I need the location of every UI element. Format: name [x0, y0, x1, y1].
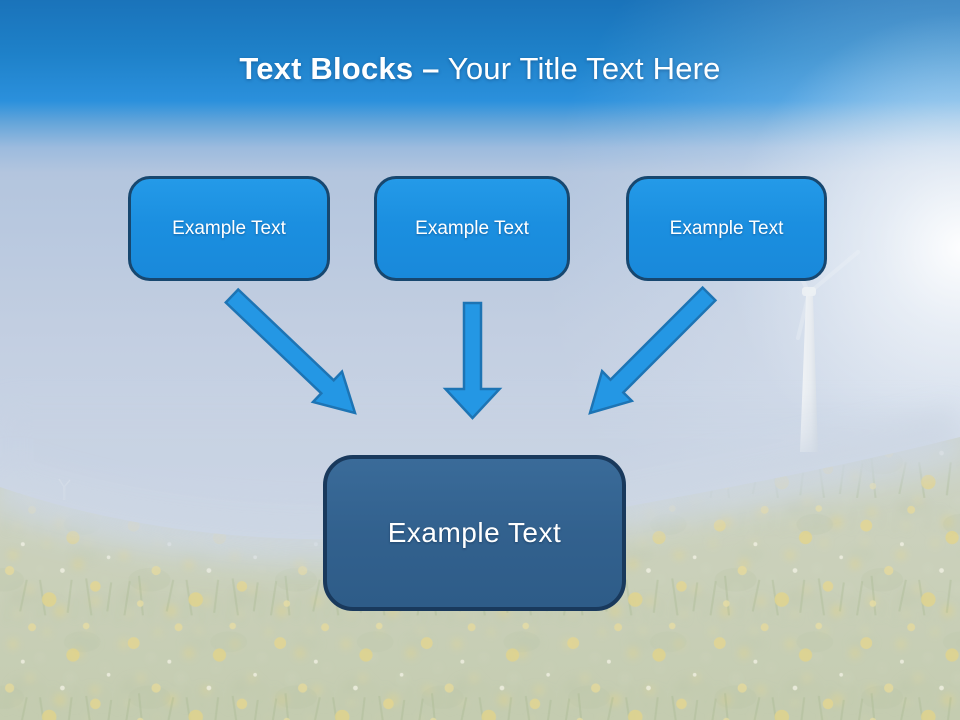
- text-block-3-label: Example Text: [669, 217, 784, 239]
- text-block-2: Example Text: [374, 176, 570, 281]
- slide-title-bold: Text Blocks –: [239, 51, 440, 86]
- slide-title-regular: Your Title Text Here: [447, 51, 721, 86]
- text-block-1: Example Text: [128, 176, 330, 281]
- sun-glow-icon: [727, 13, 960, 483]
- bottom-text-block-label: Example Text: [387, 517, 562, 548]
- slide-title: Text Blocks – Your Title Text Here: [0, 50, 960, 89]
- text-block-2-label: Example Text: [415, 217, 529, 239]
- text-block-1-label: Example Text: [172, 217, 286, 239]
- bottom-text-block: Example Text: [323, 455, 626, 611]
- text-block-3: Example Text: [626, 176, 827, 281]
